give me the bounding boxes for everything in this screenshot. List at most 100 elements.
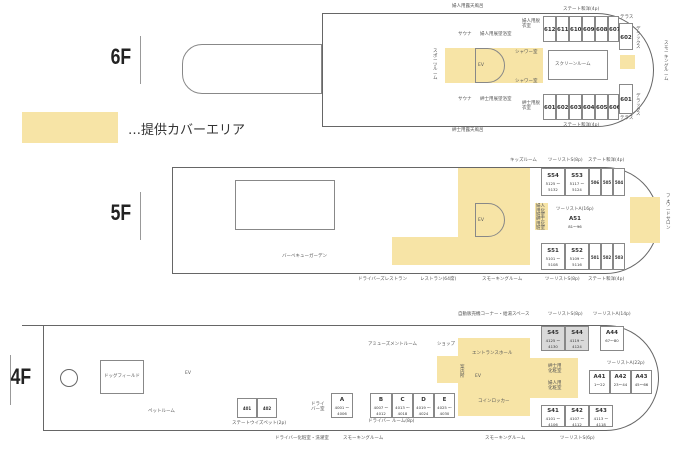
cabin-id: A41 <box>593 374 606 380</box>
cabin: 607 <box>608 16 620 42</box>
bbq-structure <box>235 180 335 230</box>
legend-label: …提供カバーエリア <box>128 123 246 138</box>
cabin-range: 4001 〜4006 <box>334 405 350 416</box>
cabin-range: 5125 〜5132 <box>545 181 561 192</box>
floor-label: 5F <box>110 200 132 225</box>
cabin: 608 <box>595 16 608 42</box>
cabin: 603 <box>569 94 582 120</box>
hull-top-extension <box>22 325 43 326</box>
label: アミューズメントルーム <box>368 342 418 347</box>
label: シャワー室 <box>515 50 538 55</box>
floor-bracket <box>10 355 11 405</box>
label: 婦人用露天風呂 <box>452 4 484 9</box>
cabin-id: E <box>442 397 447 403</box>
cabin-range: 1〜22 <box>593 382 606 387</box>
coverage-area <box>530 358 578 398</box>
cabin-id: C <box>400 397 405 403</box>
label: スモーキングルーム <box>482 277 523 282</box>
cabin-range: 5101 〜5108 <box>545 256 561 267</box>
cabin: 610 <box>569 16 582 42</box>
cabin: 602 <box>619 23 633 50</box>
label: キッズルーム <box>510 158 537 163</box>
label: スポーツルーム <box>433 49 438 81</box>
cabin: 606 <box>608 94 620 120</box>
label: ステート和洋(4p) <box>563 123 600 128</box>
label: 紳士用化粧室 <box>536 217 545 231</box>
label: テラス <box>620 15 634 20</box>
ev-label: EV <box>185 371 191 376</box>
cabin-id: S51 <box>547 248 559 254</box>
label: スモーキングルーム <box>343 436 384 441</box>
label: 紳士用化粧室 <box>548 364 562 374</box>
coverage-area <box>535 203 548 230</box>
label: ステート和洋(4p) <box>588 158 625 163</box>
label: ツーリストA(16p) <box>556 207 594 212</box>
label: フォワードサロン <box>666 194 671 231</box>
coverage-area <box>620 55 635 69</box>
floor-label: 4F <box>10 364 32 389</box>
cabin: A41 1〜22 <box>589 370 610 394</box>
cabin-id: A <box>339 397 345 403</box>
cabin-range: 4119 〜4124 <box>569 338 585 349</box>
dog-field <box>100 360 144 394</box>
cabin: 605 <box>595 94 608 120</box>
label: レストラン(64席) <box>420 277 457 282</box>
legend-swatch <box>22 112 118 143</box>
cabin: A 4001 〜4006 <box>331 393 353 418</box>
funnel-icon <box>60 369 78 387</box>
label: 自動販売機コーナー・給湯スペース <box>458 312 530 317</box>
cabin: 505 <box>601 168 613 196</box>
cabin: 604 <box>582 94 595 120</box>
ev-label: EV <box>475 374 481 379</box>
label: バーベキューガーデン <box>282 254 327 259</box>
cabin: S51 5101 〜5108 <box>541 243 565 270</box>
cabin: S54 5125 〜5132 <box>541 168 565 196</box>
label: エントランスホール <box>472 351 513 356</box>
label: スモーキングルーム <box>664 41 669 82</box>
floor-label: 6F <box>110 44 132 69</box>
cabin-range: 4007 〜4012 <box>373 405 389 416</box>
cabin: 609 <box>582 16 595 42</box>
cabin: 601 <box>619 84 633 114</box>
cabin: B 4007 〜4012 <box>370 393 392 418</box>
cabin-id: A42 <box>614 374 627 380</box>
label: テラス <box>620 116 634 121</box>
stern-structure <box>182 44 322 94</box>
floor-bracket <box>140 36 141 84</box>
cabin-id: A51 <box>569 216 581 222</box>
coverage-area <box>458 338 530 416</box>
cabin-range: 45〜66 <box>634 382 649 387</box>
cabin: 601 <box>543 94 556 120</box>
cabin-range: 4113 〜4118 <box>593 416 609 427</box>
label: ドッグフィールド <box>104 374 140 379</box>
cabin: 611 <box>556 16 569 42</box>
cabin-id: B <box>378 397 384 403</box>
cabin: A51 81〜96 <box>555 214 595 236</box>
cabin-id: S54 <box>547 173 559 179</box>
cabin-range: 4013 〜4018 <box>395 405 410 416</box>
cabin-id: S43 <box>595 408 607 414</box>
label: 紳士用展望浴室 <box>480 97 512 102</box>
label: ステートウイズペット(2p) <box>232 421 287 426</box>
cabin-range: 81〜96 <box>568 224 582 229</box>
cabin: 602 <box>556 94 569 120</box>
label: デラックス <box>636 94 641 117</box>
coverage-area <box>630 197 660 243</box>
coverage-area <box>392 237 458 265</box>
cabin-range: 5117 〜5124 <box>569 181 585 192</box>
cabin-id: A44 <box>606 330 618 336</box>
cabin: 503 <box>613 243 625 270</box>
cabin: 506 <box>589 168 601 196</box>
label: 紳士用露天風呂 <box>452 128 484 133</box>
label: ドライバー化粧室・洗濯室 <box>275 436 329 441</box>
label: 婦人用脱衣室 <box>522 19 540 29</box>
